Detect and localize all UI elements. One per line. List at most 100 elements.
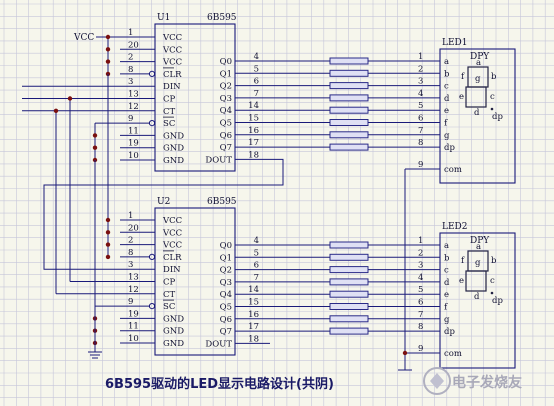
chip-right-pin: 7Q3 (220, 273, 270, 288)
pin-number: 7 (254, 273, 259, 283)
pin-name: Q0 (220, 241, 232, 251)
pin-number: 3 (418, 77, 423, 87)
pin-number: 11 (128, 126, 139, 136)
junction-dot (67, 96, 73, 101)
segment-dp-dot (490, 291, 494, 295)
resistor (329, 57, 369, 65)
pin-name: DIN (163, 265, 181, 275)
pin-number: 1 (128, 211, 133, 221)
pin-name: Q7 (220, 327, 232, 337)
segment-label: b (491, 256, 497, 266)
pin-name: f (444, 119, 448, 129)
pin-number: 6 (418, 114, 423, 124)
pin-name: SC (163, 302, 175, 312)
pin-name: Q5 (220, 119, 232, 129)
pin-name: g (444, 131, 450, 141)
chip-right-pin: 6Q2 (220, 77, 270, 92)
watermark-logo: 电子发烧友 (423, 367, 522, 395)
pin-number: 5 (418, 101, 423, 111)
pin-number: 8 (128, 248, 133, 258)
pin-name: Q5 (220, 303, 232, 313)
pin-name: Q3 (220, 278, 232, 288)
chip-right-pin: 4Q0 (220, 52, 270, 67)
pin-name: VCC (162, 58, 182, 68)
pin-name: CLR (163, 70, 182, 80)
segment-lower (465, 270, 487, 292)
pin-number: 20 (128, 40, 139, 50)
pin-name: DIN (163, 82, 181, 92)
junction-dot (105, 47, 111, 52)
pin-number: 9 (418, 160, 423, 170)
pin-number: 3 (128, 77, 133, 87)
pin-name: SC (163, 119, 175, 129)
pin-name: Q4 (220, 106, 232, 116)
pin-name: Q4 (220, 290, 232, 300)
pin-name: b (444, 69, 450, 79)
pin-number: 10 (128, 151, 139, 161)
pin-name: VCC (162, 241, 182, 251)
pin-number: 4 (254, 236, 259, 246)
pin-name: a (444, 241, 449, 251)
pin-name: CT (163, 107, 176, 117)
pin-name: Q3 (220, 94, 232, 104)
pin-name: CP (163, 278, 176, 288)
segment-label: c (490, 92, 495, 102)
pin-number: 7 (418, 126, 423, 136)
pin-number: 15 (248, 298, 259, 308)
junction-dot (92, 145, 98, 150)
resistor (329, 290, 369, 298)
inverter-bubble (148, 70, 156, 78)
vcc-label: VCC (73, 33, 94, 43)
pin-number: 17 (248, 138, 259, 148)
led-part-label: DPY (470, 236, 490, 246)
pin-name: GND (163, 327, 184, 337)
resistor (329, 241, 369, 249)
resistor (329, 266, 369, 274)
pin-name: Q2 (220, 82, 232, 92)
pin-name: Q1 (220, 253, 232, 263)
pin-name: CLR (163, 253, 182, 263)
segment-dp-dot (490, 107, 494, 111)
chip-right-pin: 6Q2 (220, 261, 270, 276)
pin-number: 1 (418, 52, 423, 62)
watermark-text: 电子发烧友 (452, 374, 522, 391)
junction-dot (105, 34, 111, 40)
pin-name: Q7 (220, 143, 232, 153)
pin-name: f (444, 303, 448, 313)
resistor (329, 143, 369, 151)
resistor-array-1 (270, 57, 440, 151)
pin-number: 19 (128, 309, 139, 319)
chip-right-pin: 4Q0 (220, 236, 270, 251)
pin-number: 4 (418, 89, 423, 99)
segment-label: g (475, 258, 481, 268)
inverter-bubble (148, 253, 156, 260)
resistor (329, 315, 369, 323)
dout-to-din-wire (43, 158, 284, 270)
